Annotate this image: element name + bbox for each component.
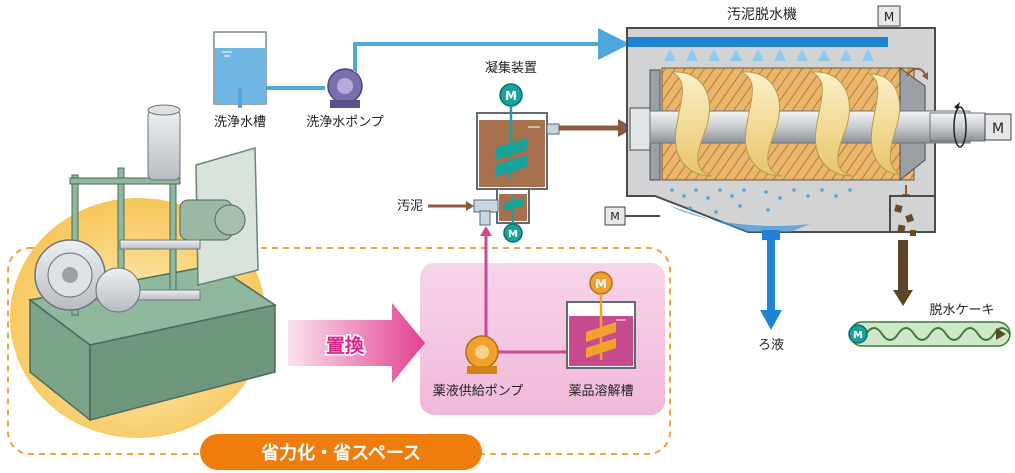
conveyor-motor-label: M [853,330,863,341]
coag-motor-label: M [505,89,517,103]
filtrate-outlet [760,230,782,330]
compact-unit-illustration [10,104,277,438]
side-motor-label: M [610,210,620,223]
chem-tank-label: 薬品溶解槽 [568,384,633,399]
replace-label: 置換 [326,334,365,357]
top-motor-label: M [884,10,894,24]
machine-title: 汚泥脱水機 [727,7,797,23]
dewatering-machine [626,27,986,236]
coagulation-unit: M M [476,83,548,243]
sludge-feed-line [546,119,634,137]
wash-line-2 [353,28,630,72]
replace-arrow [288,303,425,383]
wash-tank-label: 洗浄水槽 [214,115,266,130]
wash-pump-label: 洗浄水ポンプ [306,115,384,130]
sludge-label: 汚泥 [397,199,423,214]
chemical-feed-pump [465,335,499,374]
savings-banner-label: 省力化・省スペース [260,442,421,464]
side-motor: M [604,206,660,226]
coag-motor2-label: M [508,229,518,240]
chemical-dissolving-tank: M [566,271,636,369]
filtrate-label: ろ液 [758,338,784,353]
savings-banner [200,434,482,470]
chem-pump-label: 薬液供給ポンプ [433,384,524,399]
drive-motor: M [984,113,1012,141]
top-motor: M [877,5,901,27]
wash-line-1 [238,86,325,108]
coagulation-label: 凝集装置 [485,60,537,76]
chemical-line [484,234,567,354]
cake-label: 脱水ケーキ [929,303,994,318]
wash-water-pump [327,68,363,108]
cake-conveyor: M [848,321,1011,347]
sludge-inlet [428,199,499,226]
drive-motor-label: M [992,121,1004,137]
cake-outlet [893,240,913,306]
chemical-line-arrow [480,226,492,236]
chem-motor-label: M [595,277,607,291]
